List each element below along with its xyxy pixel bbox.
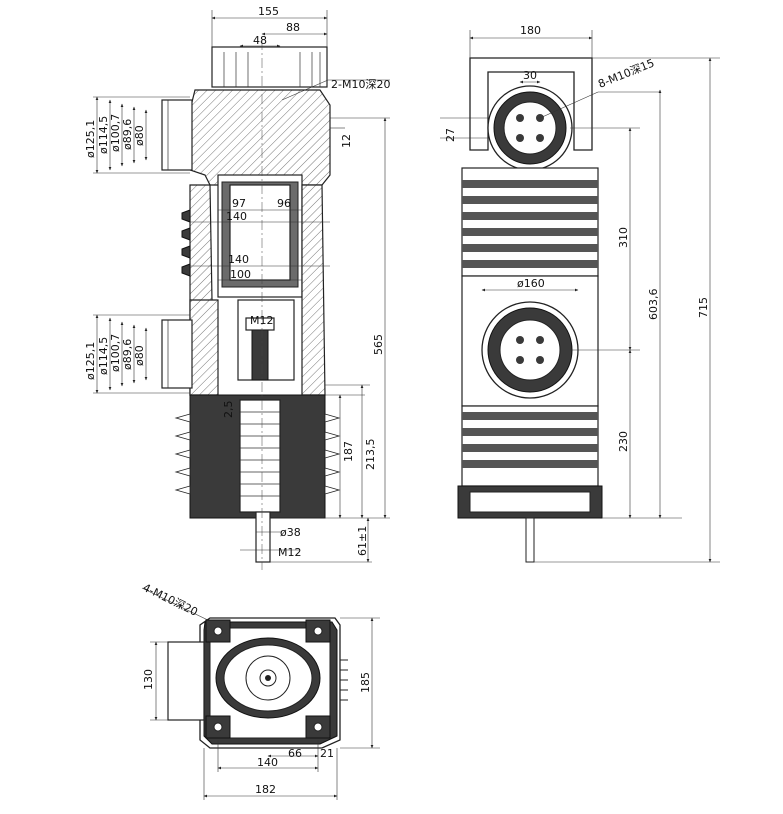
dim-66: 66 — [288, 747, 302, 760]
top-cap — [211, 46, 328, 88]
lower-sheds — [174, 413, 341, 495]
front-inner-dims: 97 96 140 140 100 M12 2,5 — [190, 197, 330, 418]
dim-d100-lower: ø100,7 — [109, 334, 122, 372]
upper-bushing-holes — [516, 114, 544, 142]
dim-140-upper: 140 — [226, 210, 247, 223]
dim-155: 155 — [258, 5, 279, 18]
front-bottom-dims: ø38 M12 — [240, 526, 302, 559]
side-rod — [525, 517, 535, 563]
dim-48: 48 — [253, 34, 267, 47]
dim-21: 21 — [320, 747, 334, 760]
side-bracket — [469, 57, 593, 151]
dim-565: 565 — [372, 334, 385, 355]
left-sheds-middle — [181, 209, 191, 277]
lower-port — [161, 319, 193, 389]
upper-port — [161, 99, 193, 171]
dim-d89-upper: ø89,6 — [121, 119, 134, 150]
front-right-dims: 12 565 187 213,5 61±1 — [270, 117, 390, 563]
top-view: 4-M10深20 130 — [141, 581, 380, 800]
top-thread-note: 4-M10深20 — [141, 581, 200, 619]
dim-d80-lower: ø80 — [133, 345, 146, 366]
side-upper-sheds — [462, 180, 598, 268]
dim-27: 27 — [444, 128, 457, 142]
dim-2-5: 2,5 — [222, 401, 235, 419]
top-right-fins — [340, 659, 348, 701]
dim-d160: ø160 — [517, 277, 545, 290]
dim-182: 182 — [255, 783, 276, 796]
dim-d38: ø38 — [280, 526, 301, 539]
dim-130: 130 — [142, 669, 155, 690]
dim-187: 187 — [342, 441, 355, 462]
lower-bushing-holes — [516, 336, 544, 364]
front-left-dims-upper: ø125,1 ø114,5 ø100,7 ø89,6 ø80 — [84, 96, 190, 174]
dim-d100-upper: ø100,7 — [109, 114, 122, 152]
dim-12: 12 — [340, 134, 353, 148]
dim-100: 100 — [230, 268, 251, 281]
dim-140-top: 140 — [257, 756, 278, 769]
dim-230: 230 — [617, 431, 630, 452]
dim-m12-inner: M12 — [250, 314, 274, 327]
side-lower-sheds — [462, 412, 598, 468]
side-view: 180 30 27 8-M10深15 ø160 310 603,6 715 23… — [440, 24, 720, 563]
bottom-rod — [255, 511, 271, 563]
dim-310: 310 — [617, 227, 630, 248]
dim-96: 96 — [277, 197, 291, 210]
top-side-port — [167, 641, 205, 721]
side-thread-note: 8-M10深15 — [596, 56, 656, 90]
front-thread-note: 2-M10深20 — [331, 78, 390, 91]
dim-715: 715 — [697, 297, 710, 318]
top-corner-pads — [205, 619, 331, 739]
dim-61: 61±1 — [356, 526, 369, 556]
dim-d125-upper: ø125,1 — [84, 120, 97, 158]
front-left-dims-lower: ø125,1 ø114,5 ø100,7 ø89,6 ø80 — [84, 314, 190, 394]
dim-140-lower: 140 — [228, 253, 249, 266]
dim-d114-upper: ø114,5 — [97, 116, 110, 154]
dim-180: 180 — [520, 24, 541, 37]
upper-housing-section — [189, 89, 331, 186]
dim-d125-lower: ø125,1 — [84, 342, 97, 380]
dim-88: 88 — [286, 21, 300, 34]
dim-603-6: 603,6 — [647, 289, 660, 321]
dim-185: 185 — [359, 672, 372, 693]
front-view: 155 88 48 2-M10深20 12 565 187 213,5 — [84, 5, 390, 570]
lower-housing-section — [189, 299, 219, 396]
dim-d89-lower: ø89,6 — [121, 339, 134, 370]
dim-97: 97 — [232, 197, 246, 210]
dim-30: 30 — [523, 69, 537, 82]
dim-m12-bottom: M12 — [278, 546, 302, 559]
front-top-dims: 155 88 48 — [211, 5, 328, 48]
dim-d80-upper: ø80 — [133, 125, 146, 146]
right-wall-section — [301, 184, 326, 396]
dim-213-5: 213,5 — [364, 439, 377, 471]
dim-d114-lower: ø114,5 — [97, 337, 110, 375]
